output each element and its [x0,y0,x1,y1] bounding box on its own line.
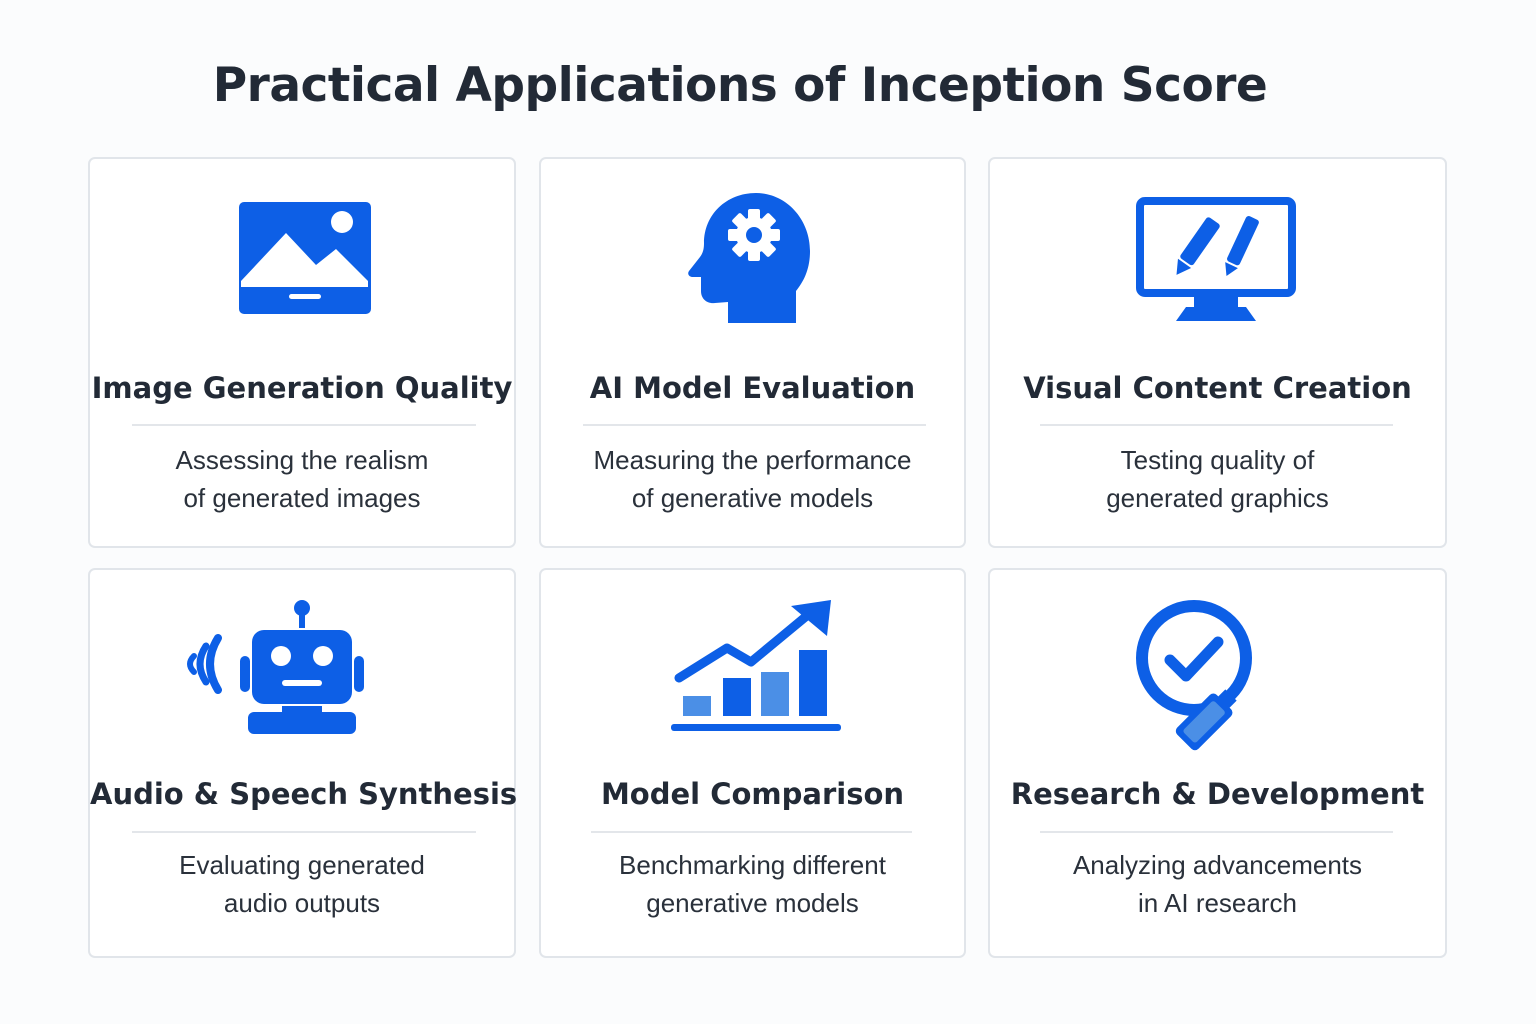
card-title: Visual Content Creation [1023,371,1412,405]
card-description: Evaluating generated audio outputs [90,846,514,922]
card-title: Image Generation Quality [91,371,513,405]
card-description-line: Benchmarking different [619,850,886,880]
card-description-line: audio outputs [223,888,381,918]
card-research-development: Research & Development Analyzing advance… [988,568,1447,958]
card-icon-area [990,159,1445,359]
card-description-line: generated graphics [1106,483,1329,513]
card-title: Audio & Speech Synthesis [90,777,518,811]
card-description: Assessing the realism of generated image… [90,441,514,517]
monitor-pens-icon [1136,197,1296,321]
card-description-line: Testing quality of [1120,445,1315,475]
card-title: Model Comparison [600,777,905,811]
image-icon [239,202,371,314]
card-icon-area [541,159,964,359]
card-description-line: generative models [646,888,859,918]
card-description-line: in AI research [1138,888,1297,918]
card-divider [1040,831,1393,833]
card-visual-content-creation: Visual Content Creation Testing quality … [988,157,1447,548]
card-description-line: Measuring the performance [593,445,912,475]
magnifier-check-icon [1136,600,1252,751]
card-model-comparison: Model Comparison Benchmarking different … [539,568,966,958]
bar-chart-trend-icon [671,600,841,731]
card-title: Research & Development [1010,777,1425,811]
card-description-line: Analyzing advancements [1072,850,1363,880]
card-description: Benchmarking different generative models [541,846,964,922]
head-gear-icon [688,193,810,323]
page-title: Practical Applications of Inception Scor… [212,58,1268,113]
card-description: Measuring the performance of generative … [541,441,964,517]
card-divider [1040,424,1393,426]
card-description-line: Assessing the realism [175,445,429,475]
card-image-generation-quality: Image Generation Quality Assessing the r… [88,157,516,548]
card-icon-area [90,570,514,770]
card-description: Analyzing advancements in AI research [990,846,1445,922]
card-title: AI Model Evaluation [589,371,916,405]
card-divider [132,831,476,833]
card-divider [583,424,926,426]
card-audio-speech-synthesis: Audio & Speech Synthesis Evaluating gene… [88,568,518,958]
card-icon-area [541,570,964,770]
card-description-line: Evaluating generated [179,850,425,880]
card-divider [132,424,476,426]
card-description-line: of generated images [183,483,421,513]
card-description: Testing quality of generated graphics [990,441,1445,517]
robot-sound-icon [187,600,364,734]
card-divider [591,831,912,833]
card-ai-model-evaluation: AI Model Evaluation Measuring the perfor… [539,157,966,548]
card-description-line: of generative models [631,483,874,513]
card-icon-area [990,570,1445,770]
card-icon-area [90,159,514,359]
